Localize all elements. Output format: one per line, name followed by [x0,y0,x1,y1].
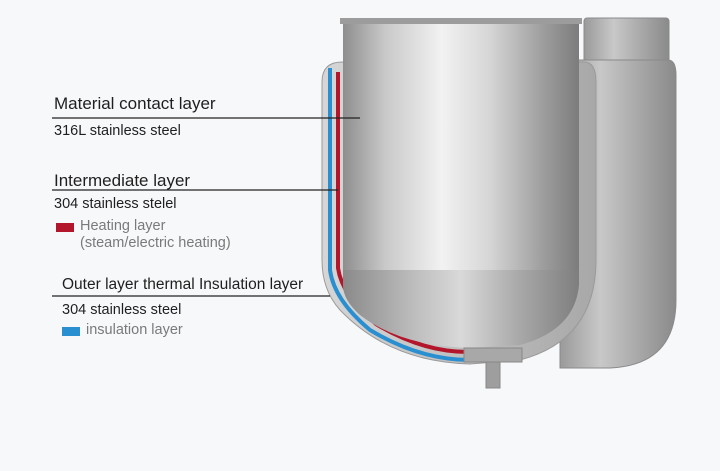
insulation-legend: insulation layer [62,322,183,339]
heating-legend-note: (steam/electric heating) [80,235,231,251]
heating-legend-label: Heating layer [80,218,166,234]
outer-layer-material: 304 stainless steel [62,302,182,318]
insulation-layer-line [328,68,521,363]
tank-body [343,20,579,270]
intermediate-layer-title: Intermediate layer [54,171,191,190]
tank-bottom [343,270,579,348]
tank-rim [340,18,582,24]
outlet-pipe [463,347,523,389]
contact-layer-material: 316L stainless steel [54,123,181,139]
contact-layer-title: Material contact layer [54,94,216,113]
heating-legend: Heating layer (steam/electric heating) [56,218,231,252]
insulation-legend-label: insulation layer [86,322,183,338]
intermediate-layer-material: 304 stainless stelel [54,196,177,212]
insulation-swatch [62,327,80,336]
outer-layer-title: Outer layer thermal Insulation layer [62,276,304,293]
heating-swatch [56,223,74,232]
